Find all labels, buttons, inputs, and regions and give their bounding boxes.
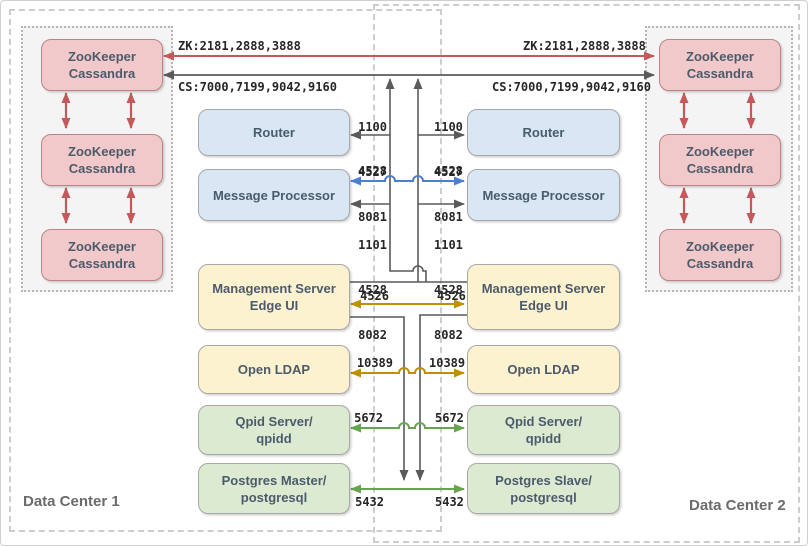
datacenter-2-label: Data Center 2	[689, 497, 786, 514]
cs-ports-label-left: CS:7000,7199,9042,9160	[178, 80, 337, 94]
mp-ports-right: 1101 4528 8082	[434, 208, 463, 373]
message-processor-label: Message Processor	[212, 187, 336, 203]
postgres-slave-line2: postgresql	[510, 489, 577, 505]
port-4527: 4527	[358, 165, 387, 179]
qpid-line2: qpidd	[525, 431, 562, 446]
port-1100: 1100	[434, 120, 463, 134]
zk-cassandra-node-dc2-2: ZooKeeper Cassandra	[659, 134, 781, 186]
port-8082: 8082	[434, 328, 463, 342]
open-ldap-label: Open LDAP	[507, 362, 580, 377]
zk-node-line1: ZooKeeper	[68, 239, 136, 254]
datacenter-1-label: Data Center 1	[23, 493, 120, 510]
mp-port-left: 4528	[358, 164, 387, 178]
qpid-line2: qpidd	[256, 431, 292, 446]
router-label: Router	[253, 125, 295, 140]
zk-cassandra-node-dc1-2: ZooKeeper Cassandra	[41, 134, 163, 186]
management-server-node-dc1: Management Server Edge UI	[198, 264, 350, 330]
zk-node-line2: Cassandra	[686, 161, 754, 176]
message-processor-label: Message Processor	[482, 187, 605, 203]
zk-node-line2: Cassandra	[686, 66, 754, 81]
management-server-line1: Management Server	[481, 281, 606, 296]
ldap-10389-link	[350, 367, 465, 378]
pg-port-right: 5432	[435, 495, 464, 509]
qpid-node-dc1: Qpid Server/ qpidd	[198, 405, 350, 455]
zk-ports-label-right: ZK:2181,2888,3888	[523, 39, 646, 53]
port-4528: 4528	[434, 283, 463, 297]
zk-node-line2: Cassandra	[68, 256, 136, 271]
zk-ports-label-left: ZK:2181,2888,3888	[178, 39, 301, 53]
message-processor-node-dc1: Message Processor	[198, 169, 350, 221]
open-ldap-label: Open LDAP	[237, 362, 311, 377]
qpid-node-dc2: Qpid Server/ qpidd	[467, 405, 620, 455]
datacenter-1-border	[9, 9, 442, 532]
ldap-port-left: 10389	[356, 356, 393, 370]
port-8081: 8081	[358, 210, 387, 224]
postgres-master-line1: Postgres Master/	[221, 472, 327, 488]
qpid-port-right: 5672	[435, 411, 464, 425]
management-server-line1: Management Server	[212, 281, 336, 296]
port-8081: 8081	[434, 210, 463, 224]
qpid-line1: Qpid Server/	[504, 414, 583, 429]
qpid-line1: Qpid Server/	[235, 414, 313, 429]
postgres-master-line2: postgresql	[240, 489, 308, 505]
qpid-5672-link	[350, 422, 465, 433]
router-node-dc1: Router	[198, 109, 350, 156]
router-ports-left: 1100 4527 8081	[327, 90, 387, 255]
zk-node-line1: ZooKeeper	[686, 144, 754, 159]
zk-node-line2: Cassandra	[68, 161, 136, 176]
port-1100: 1100	[358, 120, 387, 134]
port-4528: 4528	[358, 283, 387, 297]
router-node-dc2: Router	[467, 109, 620, 156]
mp-port-right: 4528	[434, 164, 463, 178]
zk-node-line1: ZooKeeper	[686, 49, 754, 64]
management-server-node-dc2: Management Server Edge UI	[467, 264, 620, 330]
zk-node-line2: Cassandra	[686, 256, 754, 271]
zk-node-line1: ZooKeeper	[68, 49, 136, 64]
zk-cassandra-node-dc1-1: ZooKeeper Cassandra	[41, 39, 163, 91]
pg-port-left: 5432	[355, 495, 384, 509]
zk-cassandra-node-dc1-3: ZooKeeper Cassandra	[41, 229, 163, 281]
mgmt-port-right: 4526	[437, 289, 466, 303]
port-1101: 1101	[358, 238, 387, 252]
zk-cassandra-node-dc2-1: ZooKeeper Cassandra	[659, 39, 781, 91]
mp-ports-left: 1101 4528 8082	[327, 208, 387, 373]
zk-node-line1: ZooKeeper	[68, 144, 136, 159]
mgmt-port-left: 4526	[360, 289, 389, 303]
qpid-port-left: 5672	[354, 411, 383, 425]
mp-cross-dc-link	[350, 175, 465, 186]
zk-node-line1: ZooKeeper	[686, 239, 754, 254]
router-label: Router	[522, 125, 565, 140]
router-ports-right: 1100 4527 8081	[434, 90, 463, 255]
message-processor-node-dc2: Message Processor	[467, 169, 620, 221]
management-server-line2: Edge UI	[519, 298, 568, 313]
zk-node-line2: Cassandra	[68, 66, 136, 81]
zk-cassandra-node-dc2-3: ZooKeeper Cassandra	[659, 229, 781, 281]
postgres-slave-line1: Postgres Slave/	[495, 472, 592, 488]
open-ldap-node-dc1: Open LDAP	[198, 345, 350, 394]
port-1101: 1101	[434, 238, 463, 252]
postgres-slave-node-dc2: Postgres Slave/ postgresql	[467, 463, 620, 514]
port-4527: 4527	[434, 165, 463, 179]
management-server-line2: Edge UI	[249, 298, 299, 313]
ldap-port-right: 10389	[429, 356, 466, 370]
postgres-master-node-dc1: Postgres Master/ postgresql	[198, 463, 350, 514]
port-8082: 8082	[358, 328, 387, 342]
datacenter-2-border	[373, 4, 800, 543]
open-ldap-node-dc2: Open LDAP	[467, 345, 620, 394]
cs-ports-label-right: CS:7000,7199,9042,9160	[492, 80, 651, 94]
